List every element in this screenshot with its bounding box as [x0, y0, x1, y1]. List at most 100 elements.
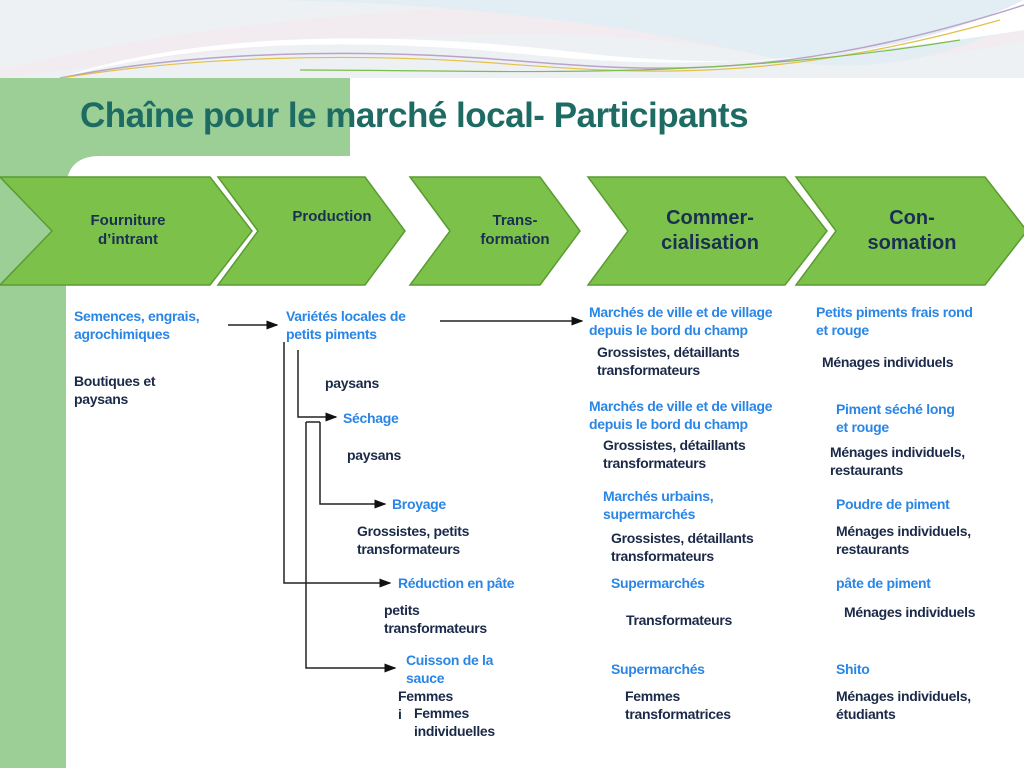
text-line: Broyage	[392, 496, 446, 512]
actor-item: Grossistes, détaillants transformateurs	[597, 343, 740, 379]
consumer-item: Ménages individuels, étudiants	[836, 687, 971, 723]
text-line: Ménages individuels,	[836, 523, 971, 539]
text-line: i	[398, 706, 402, 722]
text-line: Semences, engrais,	[74, 308, 200, 324]
stage-label: formation	[480, 230, 550, 248]
text-line: Femmes	[414, 705, 470, 721]
consumer-item: Ménages individuels	[844, 603, 976, 621]
text-line: Cuisson de la	[406, 652, 494, 668]
actor-item: Grossistes, détaillants transformateurs	[611, 529, 754, 565]
actor-item: Femmes individuelles	[414, 704, 497, 740]
text-line: pâte de piment	[836, 575, 931, 591]
text-line: supermarchés	[603, 506, 696, 522]
stage-consommation: Con-somation	[868, 206, 957, 256]
text-line: transformateurs	[611, 548, 714, 564]
text-line: Ménages individuels	[822, 354, 954, 370]
consumer-product-item: pâte de piment	[836, 574, 931, 592]
title-side-panel	[0, 78, 350, 156]
text-line: Grossistes, détaillants	[611, 530, 754, 546]
consumer-item: Ménages individuels	[822, 353, 954, 371]
text-line: agrochimiques	[74, 326, 170, 342]
process-item: Séchage	[343, 409, 399, 427]
market-item: Supermarchés	[611, 660, 705, 678]
text-line: Variétés locales de	[286, 308, 406, 324]
text-line: Marchés de ville et de village	[589, 398, 773, 414]
input-item: Semences, engrais, agrochimiques	[74, 307, 200, 343]
text-line: transformateurs	[603, 455, 706, 471]
stage-label: Commer-	[666, 207, 754, 229]
actor-item: Femmes transformatrices	[625, 687, 731, 723]
stage-production: Production	[292, 208, 371, 227]
text-line: et rouge	[816, 322, 869, 338]
process-item: Cuisson de la sauce	[406, 651, 493, 687]
text-line: transformateurs	[597, 362, 700, 378]
text-line: depuis le bord du champ	[589, 416, 748, 432]
stage-chevrons	[0, 176, 1024, 286]
text-line: Grossistes, petits	[357, 523, 470, 539]
consumer-product-item: Poudre de piment	[836, 495, 950, 513]
text-line: Piment séché long	[836, 401, 955, 417]
stage-label: cialisation	[661, 232, 759, 254]
market-item: Marchés urbains, supermarchés	[603, 487, 714, 523]
actor-item: Boutiques et paysans	[74, 372, 155, 408]
text-line: Ménages individuels,	[830, 444, 965, 460]
actor-item: Grossistes, détaillants transformateurs	[603, 436, 746, 472]
process-item: Broyage	[392, 495, 446, 513]
flow-connectors	[228, 316, 584, 673]
text-line: Ménages individuels	[844, 604, 976, 620]
product-item: Variétés locales de petits piments	[286, 307, 406, 343]
chevron-4	[586, 176, 828, 286]
text-line: petits piments	[286, 326, 377, 342]
consumer-item: Ménages individuels, restaurants	[836, 522, 971, 558]
text-line: et rouge	[836, 419, 889, 435]
stage-commercialisation: Commer-cialisation	[661, 206, 759, 256]
text-line: transformateurs	[384, 620, 487, 636]
text-line: Femmes	[625, 688, 681, 704]
consumer-product-item: Piment séché long et rouge	[836, 400, 955, 436]
text-line: Shito	[836, 661, 870, 677]
text-line: Petits piments frais rond	[816, 304, 973, 320]
text-line: étudiants	[836, 706, 896, 722]
consumer-item: Ménages individuels, restaurants	[830, 443, 965, 479]
text-line: Transformateurs	[626, 612, 732, 628]
text-line: Grossistes, détaillants	[603, 437, 746, 453]
actor-item: paysans	[347, 446, 401, 464]
text-line: restaurants	[830, 462, 903, 478]
text-line: sauce	[406, 670, 445, 686]
text-line: Femmes	[398, 688, 454, 704]
stage-label: Con-	[889, 207, 935, 229]
text-line: individuelles	[414, 723, 495, 739]
text-line: paysans	[325, 375, 379, 391]
text-line: restaurants	[836, 541, 909, 557]
chevron-1	[0, 176, 253, 286]
stage-transformation: Trans-formation	[480, 212, 549, 250]
stage-label: Trans-	[492, 212, 538, 229]
text-line: Supermarchés	[611, 661, 705, 677]
slide-title: Chaîne pour le marché local- Participant…	[80, 96, 749, 135]
stage-label: Fourniture	[90, 212, 166, 229]
text-line: Réduction en pâte	[398, 575, 515, 591]
text-line: Séchage	[343, 410, 399, 426]
process-item: Réduction en pâte	[398, 574, 515, 592]
actor-item: paysans	[325, 374, 379, 392]
text-line: paysans	[347, 447, 401, 463]
text-line: Boutiques et	[74, 373, 156, 389]
text-line: Grossistes, détaillants	[597, 344, 740, 360]
text-line: Ménages individuels,	[836, 688, 971, 704]
chevron-5	[794, 176, 1024, 286]
text-line: Marchés de ville et de village	[589, 304, 773, 320]
actor-item: Grossistes, petits transformateurs	[357, 522, 469, 558]
text-line: paysans	[74, 391, 128, 407]
text-line: Poudre de piment	[836, 496, 950, 512]
text-line: transformateurs	[357, 541, 460, 557]
text-line: transformatrices	[625, 706, 731, 722]
header-swoosh-decoration	[0, 0, 1024, 79]
chevron-3	[408, 176, 581, 286]
stage-label: d’intrant	[98, 230, 158, 248]
text-line: Marchés urbains,	[603, 488, 714, 504]
consumer-product-item: Petits piments frais rond et rouge	[816, 303, 973, 339]
